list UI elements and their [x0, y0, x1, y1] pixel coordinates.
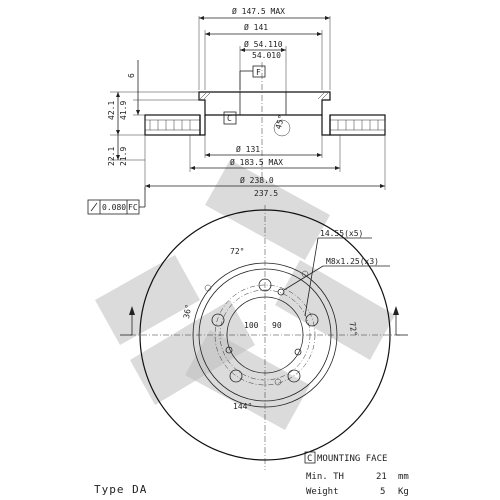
dim-237-5: 237.5	[254, 189, 278, 198]
front-view: 72° 36° 72° 144° 100 90 14.55(x5) M8x1.2…	[120, 205, 408, 470]
dim-54-110: Ø 54.110	[244, 39, 283, 49]
angle-72-right: 72°	[347, 321, 358, 337]
dim-21-9: 21.9	[119, 147, 128, 166]
thread-label: M8x1.25(x3)	[326, 257, 379, 266]
datum-f-label: F	[256, 68, 261, 77]
mounting-face-note: MOUNTING FACE	[317, 454, 387, 464]
dim-147-5-max: Ø 147.5 MAX	[232, 6, 285, 16]
angle-72-top: 72°	[230, 247, 244, 256]
dim-238-0: Ø 238.0	[240, 175, 274, 185]
angle-45-label: 45°	[274, 114, 286, 130]
mounting-face-flag: C	[307, 454, 312, 464]
dim-183-5-max: Ø 183.5 MAX	[230, 157, 283, 167]
dim-22-1: 22.1	[107, 147, 116, 166]
tolerance-frame: 0.080 FC	[87, 187, 146, 215]
dim-42-1: 42.1	[107, 101, 116, 120]
dim-90: 90	[272, 321, 282, 330]
weight-unit: Kg	[398, 487, 409, 497]
min-thickness-value: 21	[376, 472, 387, 482]
dim-100: 100	[244, 321, 259, 330]
dim-54-010: 54.010	[252, 51, 281, 60]
datum-c-label: C	[227, 114, 232, 123]
notes-block: C MOUNTING FACE Min. TH 21 mm Weight 5 K…	[94, 451, 409, 497]
hole-label: 14.55(x5)	[320, 229, 363, 238]
dim-141: Ø 141	[244, 22, 268, 32]
min-thickness-unit: mm	[398, 472, 409, 482]
dim-131: Ø 131	[236, 144, 260, 154]
min-thickness-label: Min. TH	[306, 472, 344, 482]
watermark-logo	[95, 160, 395, 430]
disc-type: Type DA	[94, 483, 147, 496]
angle-36: 36°	[182, 304, 193, 320]
weight-label: Weight	[306, 487, 339, 497]
dim-41-9: 41.9	[119, 101, 128, 120]
weight-value: 5	[380, 487, 385, 497]
tolerance-value: 0.080	[102, 203, 126, 212]
section-view: Ø 147.5 MAX Ø 141 Ø 54.110 54.010 F	[107, 6, 386, 198]
runout-icon	[90, 202, 98, 212]
tolerance-ref: FC	[128, 203, 138, 212]
dim-6: 6	[127, 73, 136, 78]
angle-144: 144°	[233, 402, 252, 411]
